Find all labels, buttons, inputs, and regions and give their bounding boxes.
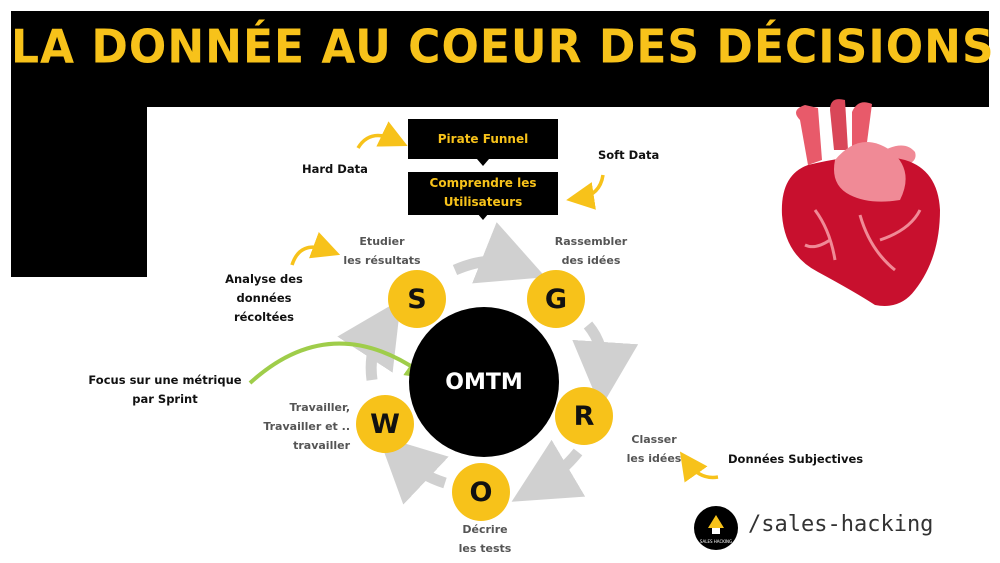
comprendre-label-line2: Utilisateurs [443,195,523,209]
letter-o-circle: O [452,463,510,521]
caption-r-line2: les idées [626,452,682,465]
curved-arrow-icon [356,121,408,149]
letter-w-circle: W [356,395,414,453]
analyse-label: Analyse des données récoltées [196,270,332,327]
hard-data-label: Hard Data [302,162,368,176]
caption-w-line1: Travailler, [289,401,351,414]
pirate-funnel-box: Pirate Funnel [408,119,558,159]
omtm-circle: OMTM [409,307,559,457]
soft-data-label: Soft Data [598,148,660,162]
curved-arrow-icon [566,174,605,210]
caption-s: Etudier les résultats [340,232,424,270]
focus-label-line1: Focus sur une métrique [88,373,242,387]
focus-label: Focus sur une métrique par Sprint [88,371,242,409]
donnees-subjectives-label: Données Subjectives [728,452,864,466]
cycle-arrow [378,435,449,505]
cycle-arrow [452,222,546,284]
letter-r-circle: R [555,387,613,445]
cycle-arrow [337,299,402,381]
pirate-funnel-label: Pirate Funnel [437,132,529,146]
page-title: LA DONNÉE AU COEUR DES DÉCISIONS [11,20,995,75]
analyse-label-line2: récoltées [233,310,295,324]
comprendre-label-line1: Comprendre les [429,176,537,190]
caption-o-line2: les tests [458,542,512,555]
svg-text:SALES HACKING: SALES HACKING [700,539,732,544]
letter-s-circle: S [388,270,446,328]
caption-r-line1: Classer [631,433,677,446]
caption-g-line1: Rassembler [554,235,628,248]
heart-illustration [781,99,940,306]
analyse-label-line1: Analyse des données [225,272,303,305]
caption-s-line1: Etudier [359,235,405,248]
caption-w: Travailler, Travailler et .. travailler [254,398,350,455]
caption-g: Rassembler des idées [549,232,633,270]
caption-w-line3: travailler [293,439,350,452]
letter-g-circle: G [527,270,585,328]
pointer-triangle [477,159,489,166]
caption-o: Décrire les tests [446,520,524,558]
caption-s-line2: les résultats [343,254,421,267]
focus-label-line2: par Sprint [132,392,198,406]
curved-arrow-icon [290,232,341,266]
title-banner [11,11,989,107]
curved-arrow-icon [679,451,719,483]
focus-arrow [248,341,430,385]
comprendre-box: Comprendre les Utilisateurs [408,172,558,215]
cycle-arrow [572,321,639,408]
cycle-arrow [511,439,586,502]
caption-g-line2: des idées [561,254,621,267]
rocket-logo: SALES HACKING [694,506,738,550]
brand-name[interactable]: /sales-hacking [748,512,934,537]
caption-o-line1: Décrire [462,523,508,536]
caption-r: Classer les idées [622,430,686,468]
caption-w-line2: Travailler et .. [263,420,350,433]
left-black-block [11,107,147,277]
